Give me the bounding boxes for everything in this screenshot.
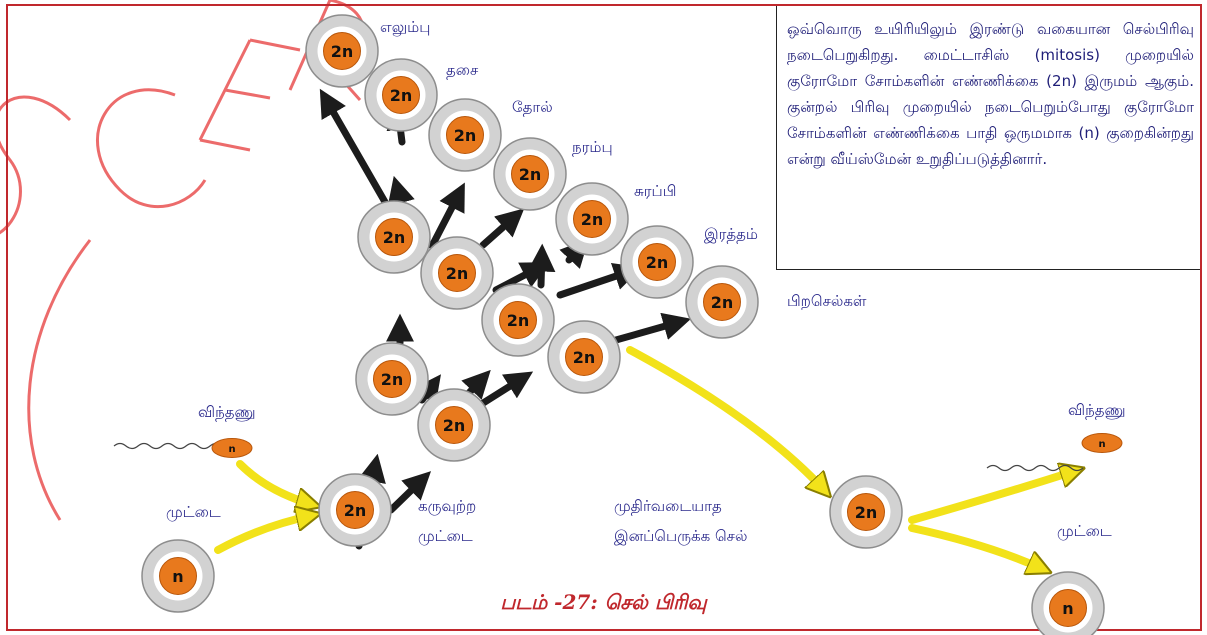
label-germ-line2: இனப்பெருக்க செல் — [614, 527, 748, 545]
cell-bone: 2n — [305, 14, 379, 88]
division-arrow — [387, 471, 432, 514]
cell-ploidy-label: 2n — [507, 311, 530, 330]
sperm-head — [1081, 433, 1123, 453]
cell-left-1: 2n — [357, 200, 431, 274]
fertilization-arrow — [626, 346, 826, 492]
label-skin: தோல் — [512, 98, 553, 116]
division-arrow — [612, 312, 692, 344]
cell-ploidy-label: 2n — [454, 126, 477, 145]
sperm-tail — [113, 442, 223, 450]
cell-germ: 2n — [829, 475, 903, 549]
fertilization-arrow — [908, 524, 1045, 570]
sperm-tail — [986, 464, 1084, 472]
cell-mid-2: 2n — [417, 388, 491, 462]
cell-ploidy-label: 2n — [711, 293, 734, 312]
cell-ploidy-label: 2n — [573, 348, 596, 367]
cell-nucleus — [511, 155, 549, 193]
cell-nucleus — [438, 254, 476, 292]
cell-nucleus — [336, 491, 374, 529]
cell-ploidy-label: 2n — [383, 228, 406, 247]
cell-nucleus — [446, 116, 484, 154]
label-germ-line1: முதிர்வடையாத — [614, 497, 722, 515]
cell-nucleus — [703, 283, 741, 321]
cell-nucleus — [1049, 589, 1087, 627]
cell-other: 2n — [685, 265, 759, 339]
cell-egg-right: n — [1031, 571, 1105, 635]
cell-ploidy-label: 2n — [344, 501, 367, 520]
cell-ploidy-label: 2n — [581, 210, 604, 229]
division-arrow — [556, 263, 642, 299]
label-zygote-line1: கருவுற்ற — [418, 497, 477, 515]
cell-blood: 2n — [620, 225, 694, 299]
cell-ploidy-label: n — [1062, 599, 1073, 618]
label-sperm-left: விந்தணு — [198, 403, 256, 421]
division-arrow — [479, 208, 525, 249]
cell-ploidy-label: 2n — [390, 86, 413, 105]
cell-nucleus — [382, 76, 420, 114]
sperm-ploidy-label: n — [228, 444, 235, 455]
cell-nucleus — [499, 301, 537, 339]
label-muscle: தசை — [446, 61, 479, 79]
cell-mid-4: 2n — [547, 320, 621, 394]
cell-gland: 2n — [555, 182, 629, 256]
label-zygote-line2: முட்டை — [418, 527, 473, 545]
division-arrow — [476, 371, 534, 409]
arrow-layer — [214, 88, 1078, 570]
info-box: ஒவ்வொரு உயிரியிலும் இரண்டு வகையான செல்பி… — [776, 6, 1200, 270]
cell-mid-1: 2n — [420, 236, 494, 310]
label-sperm-right: விந்தணு — [1068, 401, 1126, 419]
cell-left-2: 2n — [355, 342, 429, 416]
label-egg-right: முட்டை — [1057, 522, 1112, 540]
fertilization-arrow — [236, 460, 314, 505]
figure-frame — [6, 4, 1202, 631]
fertilization-arrow — [214, 515, 314, 554]
cell-nucleus — [638, 243, 676, 281]
cell-skin: 2n — [428, 98, 502, 172]
cell-ploidy-label: 2n — [519, 165, 542, 184]
cell-nucleus — [847, 493, 885, 531]
cell-nucleus — [435, 406, 473, 444]
figure-caption: படம் -27: செல் பிரிவு — [500, 590, 707, 614]
cell-muscle: 2n — [364, 58, 438, 132]
cell-zygote: 2n — [318, 473, 392, 547]
cell-ploidy-label: 2n — [331, 42, 354, 61]
label-gland: சுரப்பி — [634, 182, 677, 200]
sperm-left: n — [113, 438, 253, 458]
cell-egg-left: n — [141, 539, 215, 613]
cell-mid-3: 2n — [481, 283, 555, 357]
cell-ploidy-label: 2n — [443, 416, 466, 435]
cell-ploidy-label: 2n — [381, 370, 404, 389]
cell-nerve: 2n — [493, 137, 567, 211]
label-egg-left: முட்டை — [166, 503, 221, 521]
cell-nucleus — [373, 360, 411, 398]
division-arrow — [319, 88, 389, 206]
cell-nucleus — [159, 557, 197, 595]
cell-nucleus — [375, 218, 413, 256]
cell-ploidy-label: 2n — [446, 264, 469, 283]
division-arrow — [428, 182, 465, 250]
label-nerve: நரம்பு — [572, 138, 613, 156]
label-other-cells: பிறசெல்கள் — [787, 292, 867, 310]
division-arrow — [413, 374, 441, 406]
label-blood: இரத்தம் — [704, 225, 758, 243]
label-bone: எலும்பு — [380, 18, 431, 36]
division-arrow — [527, 243, 556, 289]
cell-nucleus — [565, 338, 603, 376]
cell-ploidy-label: n — [172, 567, 183, 586]
cell-ploidy-label: 2n — [646, 253, 669, 272]
sperm-ploidy-label: n — [1098, 439, 1105, 450]
sperm-right: n — [986, 433, 1123, 472]
sperm-head — [211, 438, 253, 458]
fertilization-arrow — [908, 470, 1078, 524]
info-text: ஒவ்வொரு உயிரியிலும் இரண்டு வகையான செல்பி… — [787, 20, 1194, 168]
cell-nucleus — [573, 200, 611, 238]
cell-nucleus — [323, 32, 361, 70]
cell-ploidy-label: 2n — [855, 503, 878, 522]
cell-layer: 2n 2n 2n 2n 2n 2n 2n 2n 2n 2n 2n 2n 2n 2n n 2n n — [141, 14, 1105, 635]
